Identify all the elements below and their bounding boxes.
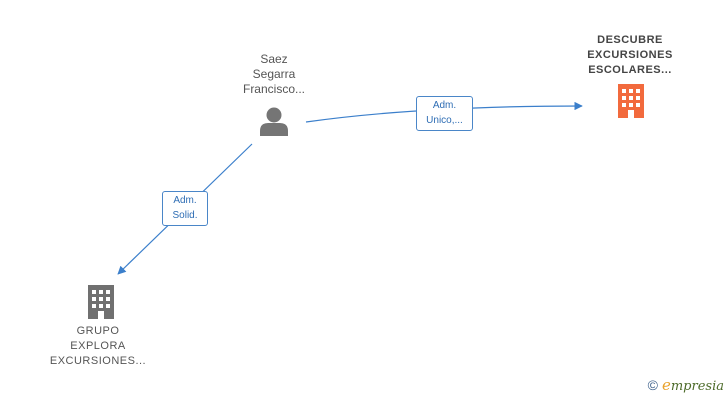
company-name-descubre[interactable]: DESCUBRE EXCURSIONES ESCOLARES... (570, 33, 690, 78)
person-name[interactable]: Saez Segarra Francisco... (224, 52, 324, 97)
company-descubre-line-3: ESCOLARES... (588, 64, 672, 76)
edge-label-adm-unico-line-1: Adm. (432, 100, 457, 111)
person-name-line-3: Francisco... (242, 82, 305, 96)
edge-label-adm-solid-line-2: Solid. (172, 210, 198, 221)
company-grupo-line-2: EXPLORA (70, 340, 126, 352)
building-icon-grupo[interactable] (88, 285, 114, 319)
person-name-line-1: Saez (260, 52, 288, 66)
edge-label-adm-unico-line-2: Unico,... (426, 115, 463, 126)
brand-watermark: ©empresia (648, 376, 724, 394)
copyright-symbol: © (647, 377, 658, 393)
edge-label-adm-unico[interactable]: Adm. Unico,... (416, 96, 473, 131)
company-grupo-line-1: GRUPO (76, 325, 120, 337)
company-descubre-line-1: DESCUBRE (597, 34, 663, 46)
person-name-line-2: Segarra (252, 67, 296, 81)
brand-name: mpresia (670, 379, 724, 394)
edge-label-adm-solid[interactable]: Adm. Solid. (162, 191, 208, 226)
brand-initial: e (661, 376, 671, 394)
company-name-grupo[interactable]: GRUPO EXPLORA EXCURSIONES... (38, 324, 158, 369)
edge-label-adm-solid-line-1: Adm. (173, 195, 197, 206)
building-icon-descubre[interactable] (618, 84, 644, 118)
company-grupo-line-3: EXCURSIONES... (49, 355, 147, 367)
person-icon[interactable] (260, 107, 288, 137)
company-descubre-line-2: EXCURSIONES (587, 49, 673, 61)
